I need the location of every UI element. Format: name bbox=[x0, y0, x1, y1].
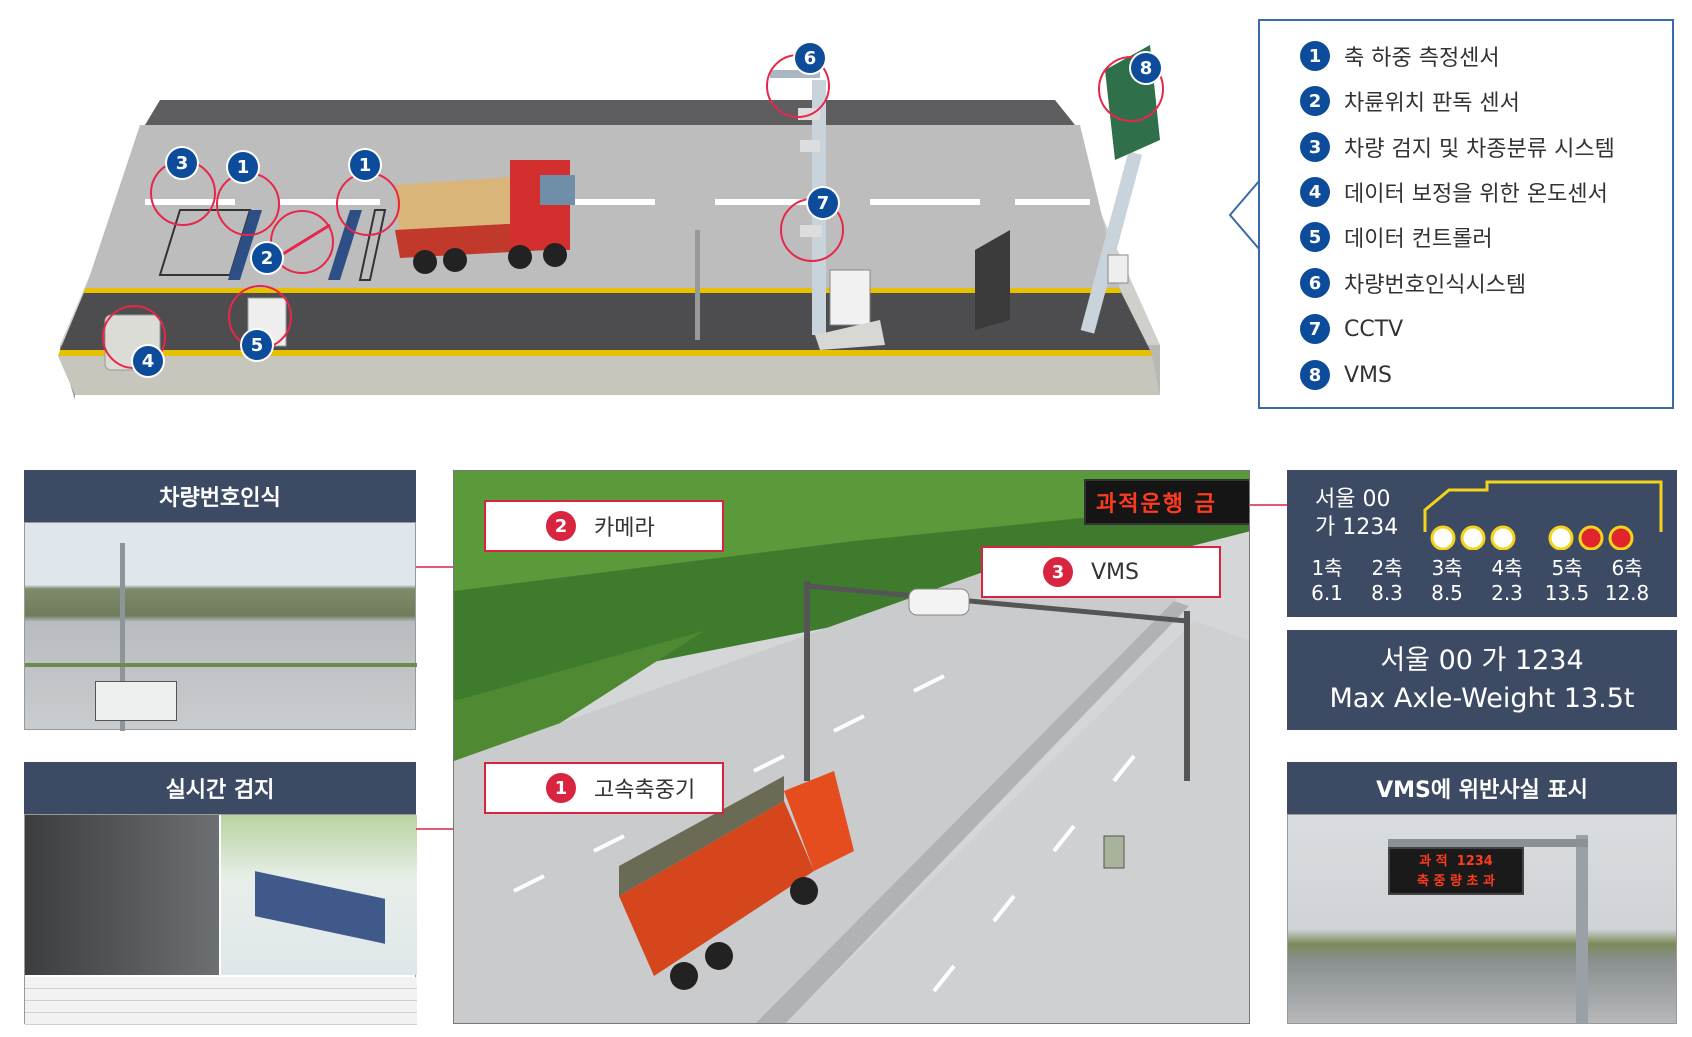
marker-ring-1a bbox=[216, 172, 280, 236]
scene-vms-text: 과적운행 금 bbox=[1096, 492, 1217, 517]
legend-number: 6 bbox=[1300, 268, 1330, 298]
legend-item: 1 축 하중 측정센서 bbox=[1300, 40, 1500, 72]
legend-number: 4 bbox=[1300, 177, 1330, 207]
scene-vms-sign: 과적운행 금 bbox=[1084, 479, 1249, 525]
axle-weight: 12.8 bbox=[1604, 581, 1650, 605]
legend-label: 차량 검지 및 차종분류 시스템 bbox=[1344, 137, 1615, 162]
legend-label: 데이터 컨트롤러 bbox=[1344, 227, 1493, 252]
truck-axle-icon bbox=[1423, 480, 1663, 550]
plate-line2: 가 1234 bbox=[1315, 515, 1399, 540]
axle-weight: 6.1 bbox=[1311, 581, 1343, 605]
vms-photo-sign: 과 적 1234 축 중 량 초 과 bbox=[1388, 847, 1524, 895]
callout-camera-label: 카메라 bbox=[594, 516, 655, 541]
legend-item: 5 데이터 컨트롤러 bbox=[1300, 221, 1493, 253]
truck-graphic bbox=[395, 160, 575, 274]
summary-max-weight: Max Axle-Weight 13.5t bbox=[1329, 683, 1635, 714]
axle-weight: 8.5 bbox=[1431, 581, 1463, 605]
plate-line1: 서울 00 bbox=[1315, 487, 1391, 512]
axle-label: 6축 bbox=[1611, 556, 1643, 580]
highway-scene: 과적운행 금 bbox=[453, 470, 1250, 1024]
marker-2: 2 bbox=[252, 243, 282, 273]
axle-weight: 2.3 bbox=[1491, 581, 1523, 605]
callout-vms: 3 VMS bbox=[981, 546, 1221, 598]
legend-number: 5 bbox=[1300, 222, 1330, 252]
legend-item: 4 데이터 보정을 위한 온도센서 bbox=[1300, 176, 1608, 208]
vehicle-summary-panel: 서울 00 가 1234 Max Axle-Weight 13.5t bbox=[1287, 630, 1677, 730]
marker-5: 5 bbox=[242, 330, 272, 360]
marker-ring-8 bbox=[1098, 56, 1164, 122]
legend-label: CCTV bbox=[1344, 316, 1404, 342]
legend-label: VMS bbox=[1344, 362, 1392, 388]
legend-item: 6 차량번호인식시스템 bbox=[1300, 267, 1526, 299]
marker-1a: 1 bbox=[228, 152, 258, 182]
legend-item: 8 VMS bbox=[1300, 359, 1392, 391]
legend-label: 차륜위치 판독 센서 bbox=[1344, 91, 1520, 116]
legend-box: 1 축 하중 측정센서 2 차륜위치 판독 센서 3 차량 검지 및 차종분류 시스템… bbox=[1258, 19, 1674, 409]
callout-wim-number: 1 bbox=[546, 773, 576, 803]
marker-4: 4 bbox=[133, 346, 163, 376]
legend-label: 차량번호인식시스템 bbox=[1344, 273, 1527, 298]
legend-item: 3 차량 검지 및 차종분류 시스템 bbox=[1300, 131, 1615, 163]
legend-label: 데이터 보정을 위한 온도센서 bbox=[1344, 182, 1608, 207]
callout-wim-label: 고속축중기 bbox=[594, 778, 696, 803]
road-diagram-graphic bbox=[58, 45, 1160, 400]
marker-7: 7 bbox=[808, 188, 838, 218]
axle-weight: 8.3 bbox=[1371, 581, 1403, 605]
plate-text: 서울 00 가 1234 bbox=[1315, 486, 1398, 542]
realtime-detection-header: 실시간 검지 bbox=[24, 762, 416, 814]
vms-photo-line2: 축 중 량 초 과 bbox=[1417, 874, 1495, 889]
callout-camera-number: 2 bbox=[546, 511, 576, 541]
legend-pointer bbox=[1228, 180, 1262, 250]
marker-ring-1b bbox=[336, 172, 400, 236]
road-diagram: 3 1 1 2 4 5 6 7 8 bbox=[0, 0, 1200, 420]
marker-6: 6 bbox=[795, 43, 825, 73]
axle-label: 5축 bbox=[1551, 556, 1583, 580]
marker-ring-2 bbox=[270, 210, 334, 274]
summary-plate: 서울 00 가 1234 bbox=[1380, 645, 1584, 676]
scene-truck-graphic bbox=[619, 771, 854, 990]
legend-item: 7 CCTV bbox=[1300, 313, 1403, 345]
callout-camera: 2 카메라 bbox=[484, 500, 724, 552]
legend-number: 7 bbox=[1300, 314, 1330, 344]
axle-label: 2축 bbox=[1371, 556, 1403, 580]
marker-8: 8 bbox=[1131, 53, 1161, 83]
vms-display-photo: 과 적 1234 축 중 량 초 과 bbox=[1287, 814, 1677, 1024]
axle-label: 4축 bbox=[1491, 556, 1523, 580]
marker-1b: 1 bbox=[350, 150, 380, 180]
vms-display-header: VMS에 위반사실 표시 bbox=[1287, 762, 1677, 814]
legend-item: 2 차륜위치 판독 센서 bbox=[1300, 85, 1520, 117]
legend-number: 1 bbox=[1300, 41, 1330, 71]
legend-number: 3 bbox=[1300, 132, 1330, 162]
marker-3: 3 bbox=[167, 148, 197, 178]
legend-number: 2 bbox=[1300, 86, 1330, 116]
axle-label: 1축 bbox=[1311, 556, 1343, 580]
legend-label: 축 하중 측정센서 bbox=[1344, 46, 1500, 71]
vms-photo-line1: 과 적 1234 bbox=[1419, 854, 1493, 869]
callout-weigh-in-motion: 1 고속축중기 bbox=[484, 762, 724, 814]
realtime-detection-photo bbox=[24, 814, 417, 1025]
legend-number: 8 bbox=[1300, 360, 1330, 390]
callout-vms-label: VMS bbox=[1091, 559, 1139, 585]
callout-vms-number: 3 bbox=[1043, 557, 1073, 587]
plate-recognition-header: 차량번호인식 bbox=[24, 470, 416, 522]
axle-label: 3축 bbox=[1431, 556, 1463, 580]
plate-recognition-photo bbox=[24, 522, 417, 731]
axle-weight: 13.5 bbox=[1544, 581, 1590, 605]
